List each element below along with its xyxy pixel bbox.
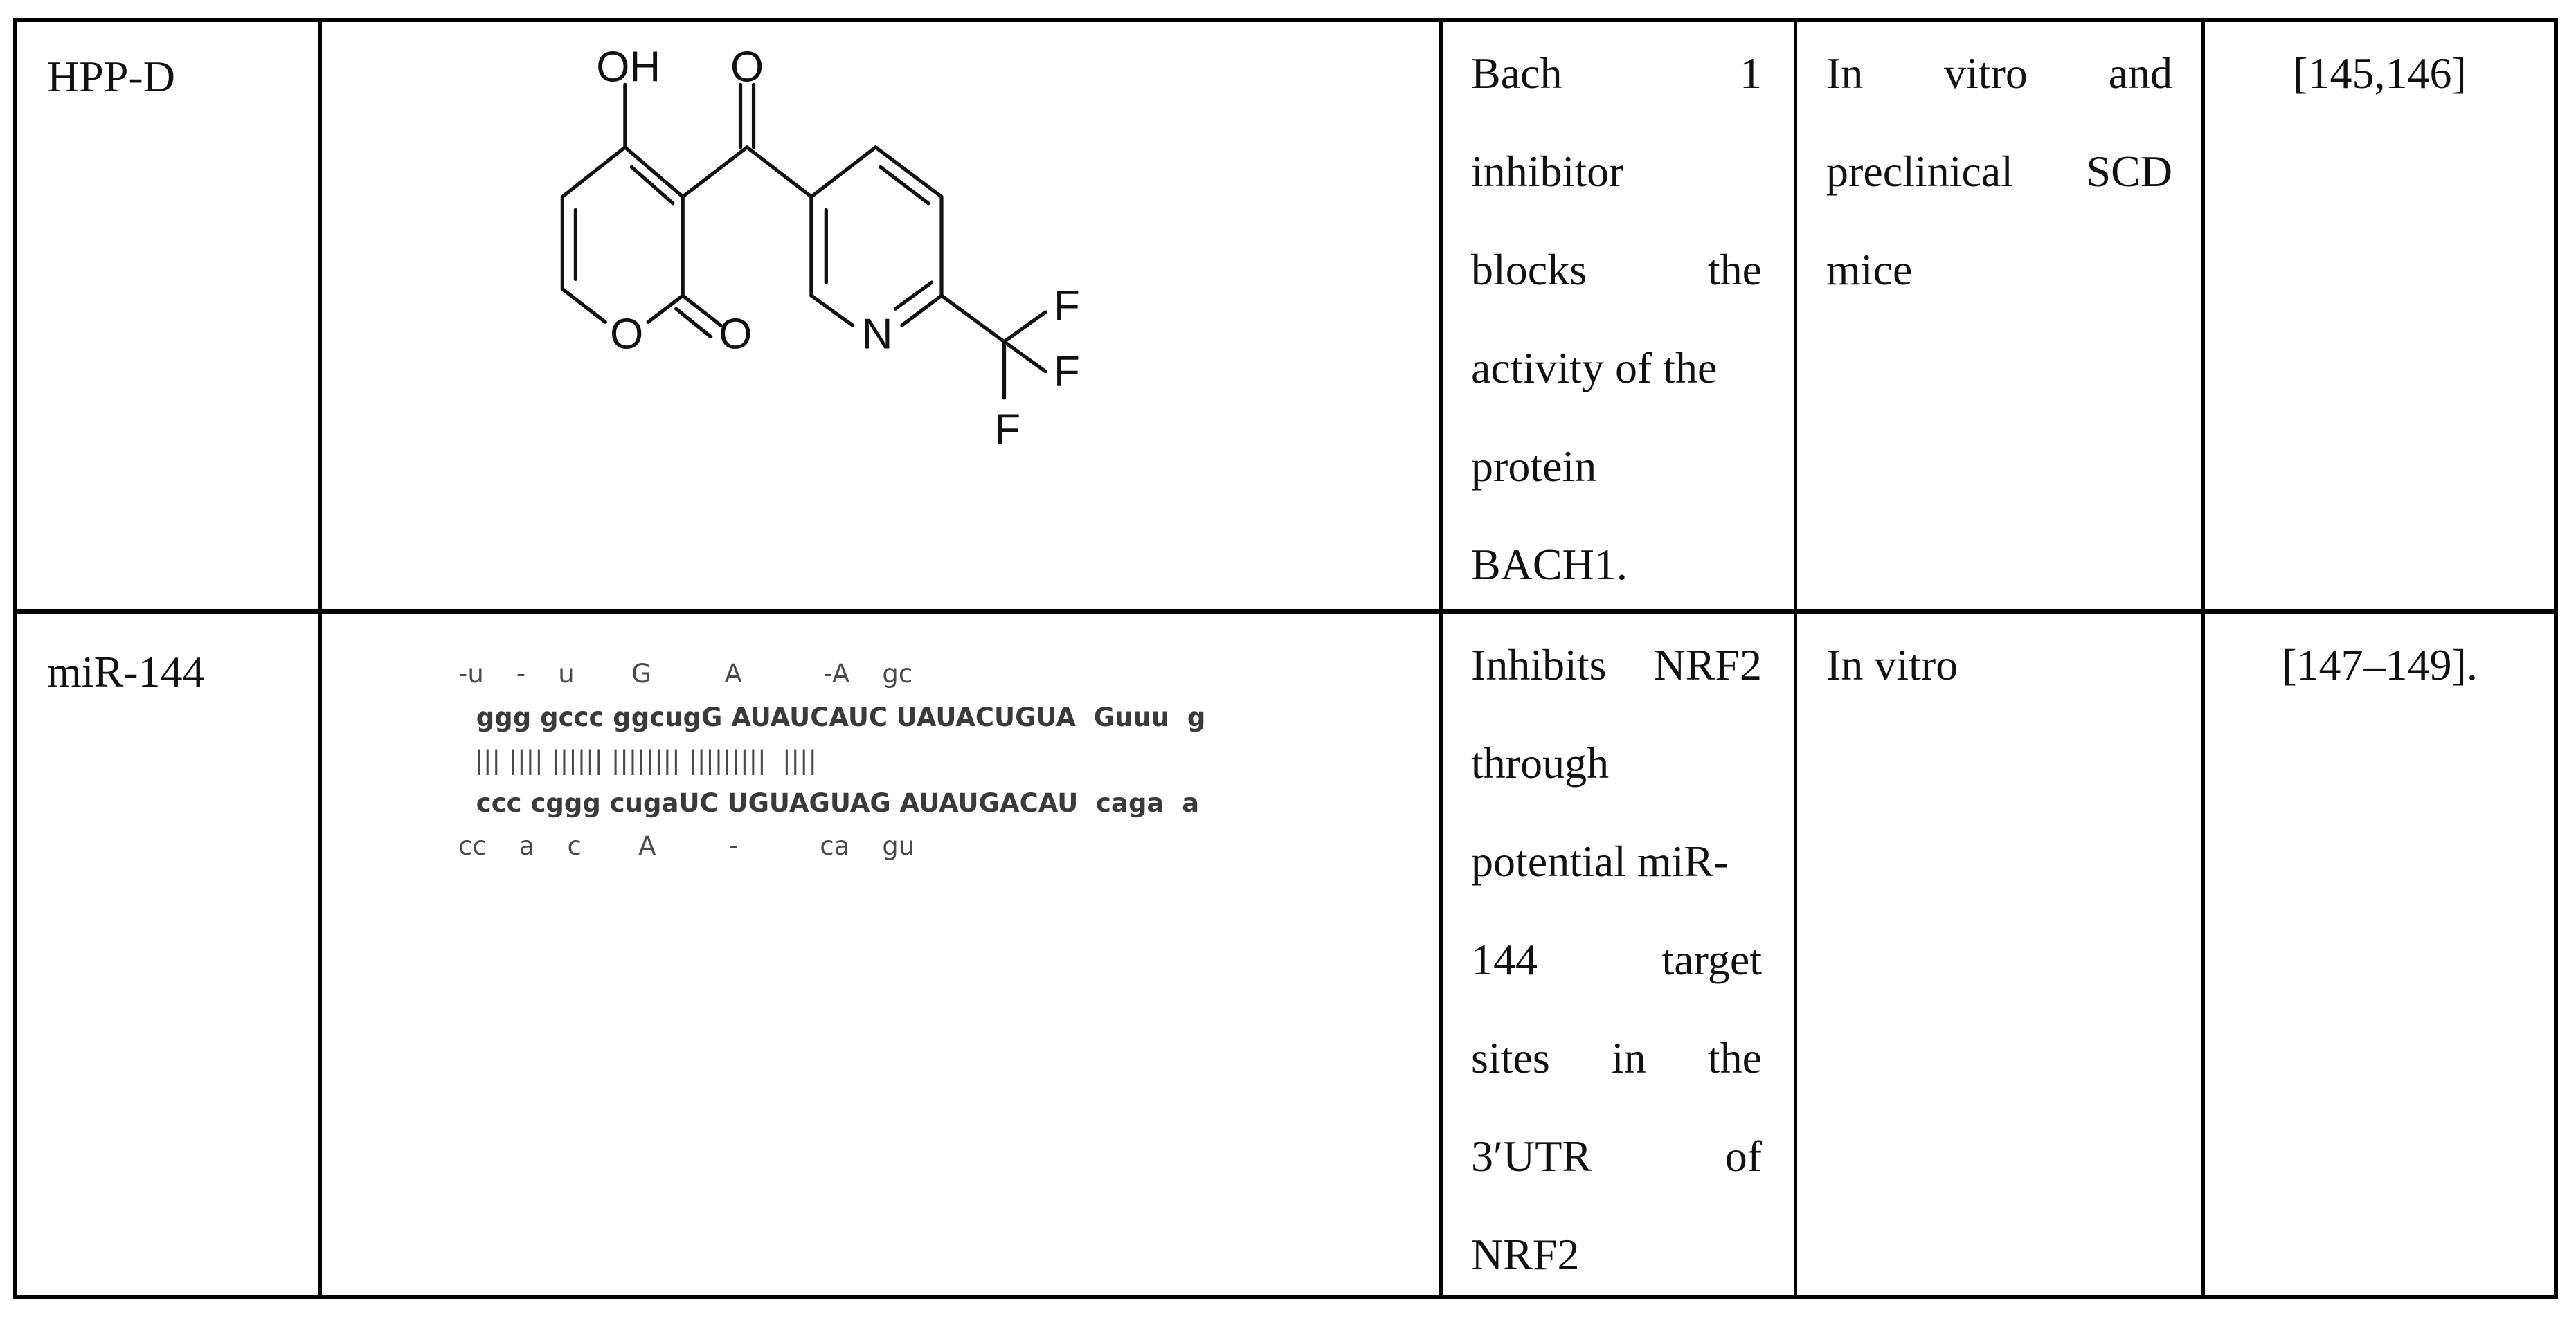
row-2-name: miR-144 [47,623,310,721]
row-1-references: [145,146] [2201,24,2558,122]
compound-name: miR-144 [47,647,205,696]
hpp-d-structure-image: OH O O O N F F F [560,48,1080,453]
nitrogen-label: N [862,310,893,358]
column-divider [1439,22,1443,1295]
sequence-line-unpaired-top: -u - u G A -A gc [458,659,913,689]
oh-label: OH [596,48,660,91]
reference-citation[interactable]: [147–149]. [2282,640,2478,689]
ring-o-label: O [610,310,643,358]
column-divider [1794,22,1797,1295]
row-2-model: In vitro [1826,616,2172,714]
text-line: inhibitor [1471,147,1624,196]
row-divider [17,609,2554,614]
text-line: In vitro [1826,640,1958,689]
text-line: activity of the [1471,343,1718,392]
text-line: NRF2 [1471,1230,1580,1279]
fluorine-label: F [1054,282,1080,330]
text-line: potential miR- [1471,837,1729,886]
fluorine-label: F [994,406,1020,453]
text-line: mice [1826,245,1913,294]
data-table [13,18,2558,1299]
column-divider [318,22,322,1295]
lactone-o-label: O [719,310,752,358]
column-divider [2201,22,2205,1295]
sequence-line-paired-bottom: ccc cggg cugaUC UGUAGUAG AUAUGACAU caga … [458,788,1200,818]
row-1-name: HPP-D [47,28,310,126]
sequence-line-unpaired-bottom: cc a c A - ca gu [458,831,915,861]
text-line: protein [1471,442,1597,491]
compound-name: HPP-D [47,52,175,101]
fluorine-label: F [1054,348,1080,396]
sequence-line-paired-top: ggg gccc ggcugG AUAUCAUC UAUACUGUA Guuu … [458,702,1206,732]
carbonyl-o-label: O [730,48,764,91]
row-2-references: [147–149]. [2201,616,2558,714]
reference-citation[interactable]: [145,146] [2293,48,2467,98]
text-line: BACH1. [1471,540,1628,589]
sequence-line-pairs: ||| |||| |||||| |||||||| ||||||||| |||| [458,745,817,775]
text-line: through [1471,738,1610,788]
